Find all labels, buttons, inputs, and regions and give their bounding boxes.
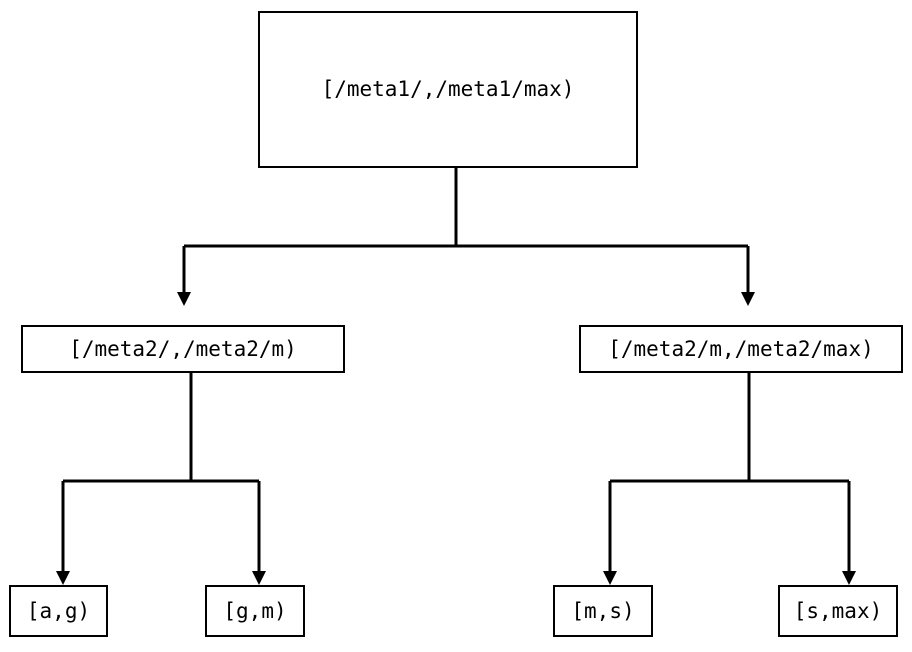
node-leaf-1-label: [a,g): [26, 598, 91, 623]
node-leaf-1[interactable]: [a,g): [9, 585, 108, 637]
node-leaf-2-label: [g,m): [223, 598, 287, 623]
node-mid-right[interactable]: [/meta2/m,/meta2/max): [579, 325, 903, 373]
node-mid-right-label: [/meta2/m,/meta2/max): [608, 336, 874, 361]
node-mid-left-label: [/meta2/,/meta2/m): [69, 336, 297, 361]
node-leaf-4[interactable]: [s,max): [778, 585, 898, 637]
node-root[interactable]: [/meta1/,/meta1/max): [258, 11, 638, 168]
node-leaf-2[interactable]: [g,m): [205, 585, 305, 637]
arrowhead-to-mid-left: [177, 292, 191, 306]
arrowhead-to-mid-right: [741, 292, 755, 306]
node-leaf-4-label: [s,max): [793, 598, 883, 623]
node-mid-left[interactable]: [/meta2/,/meta2/m): [21, 325, 345, 373]
arrowhead-to-leaf-3: [603, 571, 617, 585]
node-leaf-3[interactable]: [m,s): [553, 585, 653, 637]
node-leaf-3-label: [m,s): [571, 598, 635, 623]
arrowhead-to-leaf-4: [842, 571, 856, 585]
arrowhead-to-leaf-2: [252, 571, 266, 585]
arrowhead-to-leaf-1: [56, 571, 70, 585]
node-root-label: [/meta1/,/meta1/max): [321, 77, 575, 101]
